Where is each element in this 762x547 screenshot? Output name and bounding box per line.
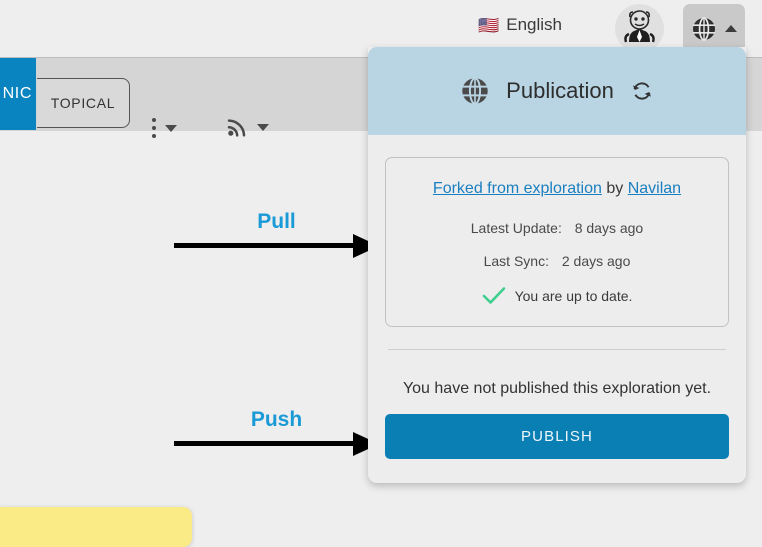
overflow-menu-control[interactable] [152, 118, 177, 138]
tab-active-blue[interactable]: NIC [0, 58, 36, 130]
section-divider [388, 349, 726, 350]
last-sync-row: Last Sync: 2 days ago [396, 253, 718, 269]
fork-by-text: by [606, 180, 624, 197]
sync-refresh-icon[interactable] [630, 79, 654, 103]
annotation-pull: Pull [174, 210, 379, 258]
annotation-push-label: Push [250, 408, 303, 431]
annotation-push: Push [174, 408, 379, 456]
check-icon [482, 287, 505, 304]
publication-globe-button[interactable] [683, 4, 745, 53]
chevron-down-icon [257, 123, 269, 131]
fork-source-link[interactable]: Forked from exploration [432, 180, 602, 197]
chevron-down-icon [165, 124, 177, 132]
publish-button-label: PUBLISH [521, 428, 593, 445]
yellow-note-card[interactable] [0, 507, 192, 547]
tab-topical-label: TOPICAL [50, 95, 116, 111]
language-label: English [506, 15, 562, 34]
user-avatar-icon [624, 10, 655, 43]
publication-panel: Publication Forked from exploration by N… [368, 47, 746, 483]
last-sync-label: Last Sync: [483, 253, 549, 269]
publication-panel-header: Publication [368, 47, 746, 135]
more-vertical-icon [152, 118, 156, 138]
publish-note: You have not published this exploration … [402, 380, 712, 397]
tab-active-label: NIC [2, 85, 32, 102]
latest-update-label: Latest Update: [470, 220, 562, 236]
globe-icon [693, 16, 715, 41]
publish-button[interactable]: PUBLISH [385, 414, 729, 459]
rss-icon [227, 119, 246, 137]
publication-panel-body: Forked from exploration by Navilan Lates… [368, 135, 746, 483]
globe-icon [462, 77, 488, 105]
caret-up-icon [725, 25, 737, 32]
sync-status-row: You are up to date. [396, 286, 718, 306]
us-flag-icon: 🇺🇸 [478, 15, 500, 35]
fork-author-link[interactable]: Navilan [627, 180, 682, 197]
arrow-right-icon [174, 234, 379, 258]
fork-info-card: Forked from exploration by Navilan Lates… [385, 157, 729, 327]
latest-update-value: 8 days ago [574, 220, 644, 236]
sync-status-text: You are up to date. [514, 288, 633, 304]
tab-topical[interactable]: TOPICAL [37, 78, 130, 128]
latest-update-row: Latest Update: 8 days ago [396, 220, 718, 236]
panel-title: Publication [506, 78, 614, 103]
language-selector[interactable]: 🇺🇸 English [478, 15, 562, 35]
fork-line: Forked from exploration by Navilan [396, 180, 718, 198]
avatar[interactable] [615, 4, 664, 53]
feed-menu-control[interactable] [226, 116, 269, 138]
last-sync-value: 2 days ago [561, 253, 631, 269]
arrow-right-icon [174, 432, 379, 456]
annotation-pull-label: Pull [257, 210, 296, 233]
